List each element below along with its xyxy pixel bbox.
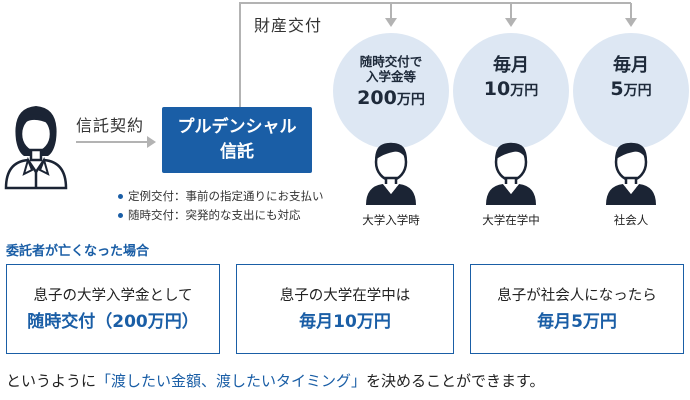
payout-note-line1: 随時交付で <box>359 54 423 69</box>
trust-name-line1: プルデンシャル <box>177 117 297 138</box>
scenario-card-student: 息子の大学在学中は 毎月10万円 <box>236 264 454 354</box>
summary-post: を決めることができます。 <box>366 372 545 390</box>
payout-amount: 5万円 <box>610 78 652 100</box>
man-avatar-icon <box>606 142 656 205</box>
summary-highlight: 「渡したい金額、渡したいタイミング」 <box>96 372 367 390</box>
card-amount: 随時交付（200万円） <box>27 312 199 332</box>
payout-circle-student: 毎月 10万円 <box>453 33 569 149</box>
bullet-icon <box>118 194 123 199</box>
trust-name-line2: 信託 <box>220 142 254 162</box>
list-item: 随時交付：突発的な支出にも対応 <box>118 206 324 225</box>
summary-sentence: というように「渡したい金額、渡したいタイミング」を決めることができます。 <box>6 370 545 391</box>
woman-avatar-icon <box>4 106 68 190</box>
bullet-text: 定例交付：事前の指定通りにお支払い <box>128 189 324 203</box>
payout-note-line2: 入学金等 <box>365 69 416 84</box>
man-avatar-icon <box>486 142 536 205</box>
payout-circle-working: 毎月 5万円 <box>573 33 689 149</box>
bullet-text: 随時交付：突発的な支出にも対応 <box>128 208 301 222</box>
scenario-card-entrance: 息子の大学入学金として 随時交付（200万円） <box>6 264 220 354</box>
stage-label-student: 大学在学中 <box>482 213 540 227</box>
card-text: 息子の大学入学金として <box>33 288 193 304</box>
list-item: 定例交付：事前の指定通りにお支払い <box>118 187 324 206</box>
payout-amount: 200万円 <box>357 87 425 109</box>
card-text: 息子が社会人になったら <box>497 288 657 304</box>
bullet-icon <box>118 213 123 218</box>
man-avatar-icon <box>366 142 416 205</box>
trust-box: プルデンシャル 信託 <box>162 107 312 173</box>
payout-circle-entrance: 随時交付で 入学金等 200万円 <box>333 33 449 149</box>
stage-label-working: 社会人 <box>613 213 649 227</box>
payout-amount: 10万円 <box>483 78 539 100</box>
summary-pre: というように <box>6 372 97 390</box>
card-amount: 毎月10万円 <box>299 312 391 332</box>
contract-label: 信託契約 <box>76 116 145 135</box>
payout-frequency: 毎月 <box>613 55 649 76</box>
asset-transfer-label: 財産交付 <box>254 16 323 35</box>
scenario-title: 委託者が亡くなった場合 <box>6 244 150 259</box>
scenario-card-working: 息子が社会人になったら 毎月5万円 <box>470 264 684 354</box>
payout-type-list: 定例交付：事前の指定通りにお支払い 随時交付：突発的な支出にも対応 <box>118 187 324 225</box>
stage-label-entrance: 大学入学時 <box>362 213 420 227</box>
card-text: 息子の大学在学中は <box>279 288 411 304</box>
payout-frequency: 毎月 <box>493 55 529 76</box>
card-amount: 毎月5万円 <box>537 312 617 332</box>
